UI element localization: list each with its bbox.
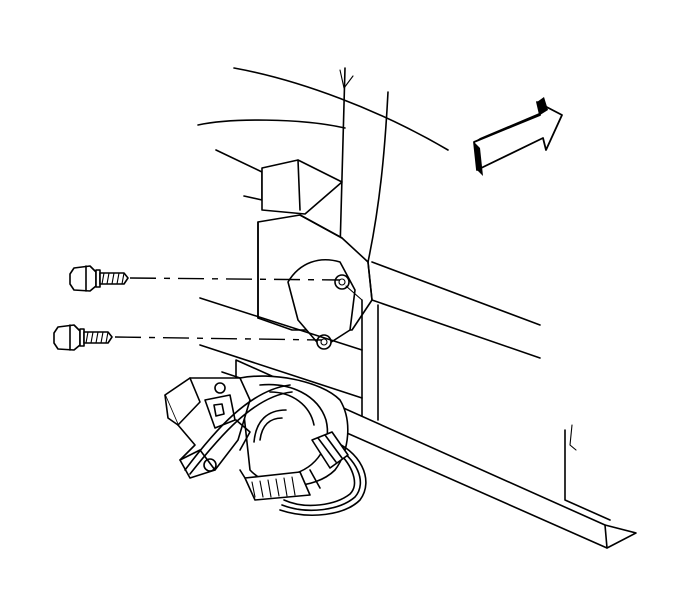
upper-bolt-hole-icon	[334, 274, 350, 290]
lower-bolt-icon	[53, 324, 113, 351]
front-direction-arrow-icon	[473, 97, 563, 176]
upper-mounting-bolt	[69, 265, 341, 292]
wiring-harness	[184, 384, 367, 516]
upper-bolt-icon	[69, 265, 129, 292]
vehicle-body-outline	[197, 67, 449, 263]
mounting-bracket	[257, 214, 373, 350]
wiring-connector	[311, 431, 349, 469]
motor-assembly	[164, 371, 349, 501]
lower-mounting-bolt	[53, 324, 323, 351]
leader-line	[345, 285, 363, 301]
